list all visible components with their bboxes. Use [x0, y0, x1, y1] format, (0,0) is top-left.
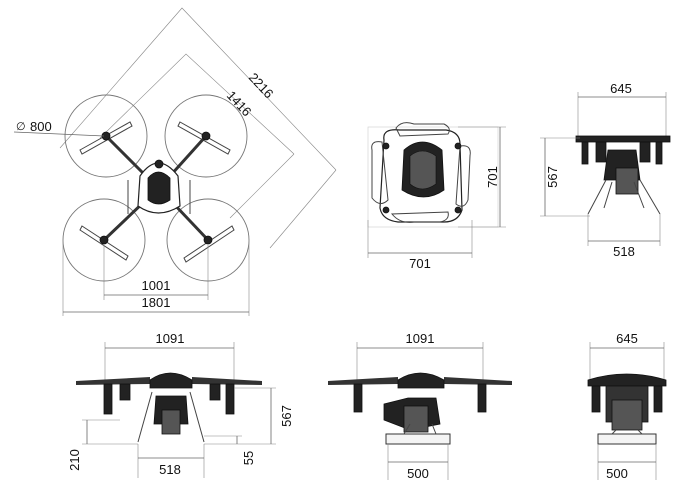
inner-diagonal-frame [99, 53, 295, 155]
folded-view: 701 701 [367, 122, 506, 271]
arm-top-right [168, 134, 208, 178]
label-right-top-width: 645 [616, 331, 638, 346]
label-mid-tank: 500 [407, 466, 429, 481]
motor-icon [201, 131, 211, 141]
tank-top [147, 171, 171, 205]
front-prop-right [192, 377, 262, 385]
label-front-height: 567 [279, 405, 294, 427]
label-front-skid: 518 [159, 462, 181, 477]
diameter-symbol: ∅ [16, 121, 26, 133]
propeller-disc-top-right [164, 94, 248, 178]
folded-arm-bottom [390, 211, 449, 223]
motor-icon [203, 235, 213, 245]
prop-diameter-leader [13, 131, 105, 137]
front-view: 1091 567 210 518 55 [67, 331, 294, 478]
label-folded-width: 701 [409, 256, 431, 271]
top-view: 2216 1416 ∅ 800 [13, 7, 337, 316]
label-front-arm-span: 1091 [156, 331, 185, 346]
gps-icon [154, 159, 164, 169]
mid-prop-left [328, 377, 398, 385]
side-arm-bar [575, 135, 671, 143]
label-prop-diameter: 800 [30, 119, 52, 134]
folded-arm-right [455, 145, 471, 207]
right-skid-foot [597, 433, 657, 445]
label-side-height: 567 [545, 166, 560, 188]
mid-body [397, 372, 445, 389]
front-body [149, 372, 193, 389]
label-right-tank: 500 [606, 466, 628, 481]
folded-arm-left [371, 141, 389, 204]
motor-icon [99, 235, 109, 245]
label-mid-arm-span: 1091 [406, 331, 435, 346]
side-view-mid: 1091 500 [328, 331, 512, 481]
arm-bottom-right [170, 200, 210, 242]
mid-skid-foot [385, 433, 451, 445]
label-skid-height: 55 [241, 451, 256, 465]
propeller-disc-top-left [64, 94, 148, 178]
label-diagonal-inner: 1416 [224, 88, 255, 119]
right-body [587, 373, 667, 387]
folded-arm-top [395, 122, 450, 137]
mid-prop-right [444, 377, 512, 385]
inner-diagonal-end [229, 153, 295, 219]
label-ground-clearance: 210 [67, 449, 82, 471]
label-side-skid: 518 [613, 244, 635, 259]
label-side-top-width: 645 [610, 81, 632, 96]
label-motor-spacing: 1001 [142, 278, 171, 293]
outer-diagonal-end [269, 169, 337, 249]
outer-diagonal-frame [59, 7, 337, 171]
label-folded-depth: 701 [485, 166, 500, 188]
label-diagonal-outer: 2216 [246, 70, 277, 101]
propeller-blades [79, 121, 235, 263]
arm-top-left [104, 134, 150, 180]
label-overall-width: 1801 [142, 295, 171, 310]
front-prop-left [76, 377, 150, 385]
side-view-right: 645 500 [587, 331, 667, 481]
side-view-small: 645 567 518 [540, 81, 671, 259]
